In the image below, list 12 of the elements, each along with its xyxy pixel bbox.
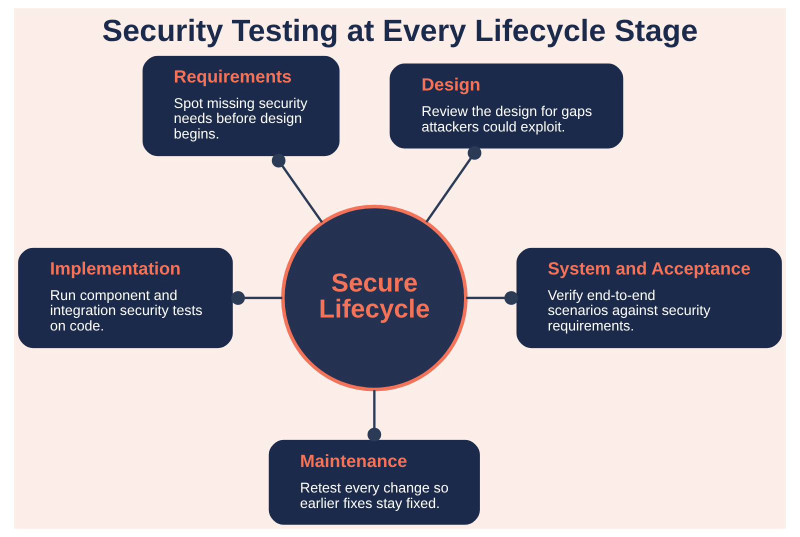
connector: [425, 146, 482, 223]
connector: [368, 390, 382, 442]
connector: [272, 154, 323, 224]
node-box: Requirements Spot missing security needs before design begins.: [142, 56, 340, 156]
connector: [466, 291, 518, 305]
diagram-title: Security Testing at Every Lifecycle Stage: [102, 14, 698, 48]
node-box: System and Acceptance Verify end-to-end scenarios against security requirements.: [516, 248, 782, 348]
connector: [231, 291, 282, 305]
node-box: Implementation Run component and integration security tests on code.: [18, 248, 233, 348]
node-box: Design Review the design for gaps attackers could exploit.: [390, 64, 624, 148]
node-box: Maintenance Retest every change so earlier fixes stay fixed.: [268, 440, 480, 525]
node-circle: Secure Lifecycle: [281, 204, 468, 392]
